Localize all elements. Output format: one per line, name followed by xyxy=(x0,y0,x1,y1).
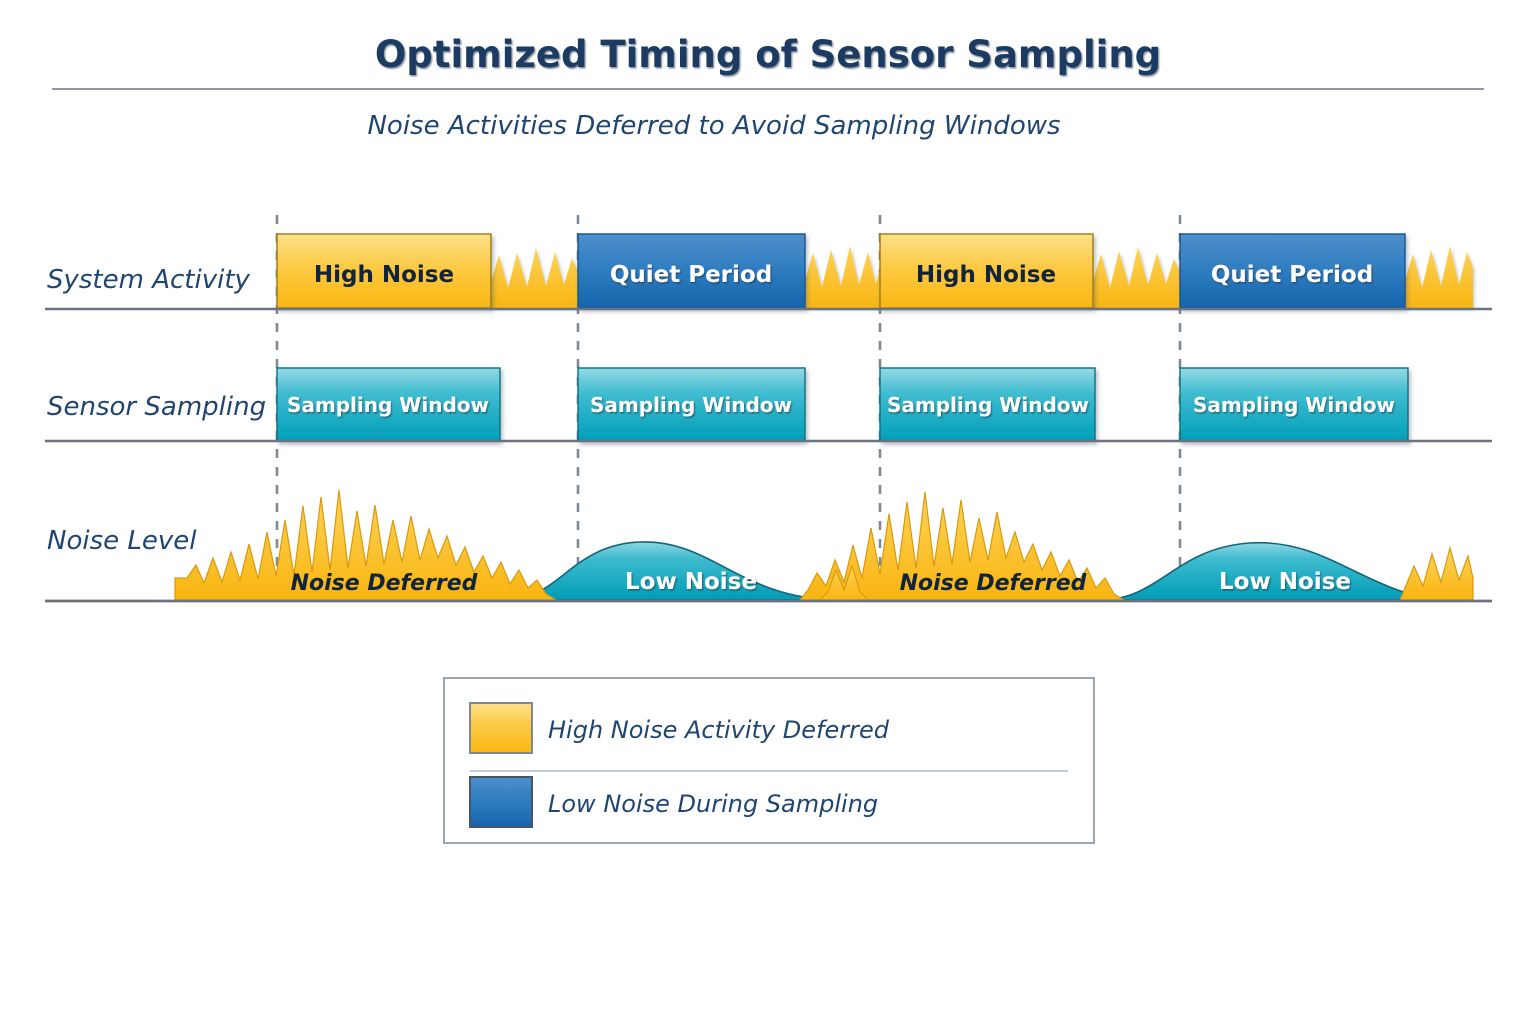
legend-swatch-yellow xyxy=(469,702,533,754)
block-high-noise-1[interactable]: High Noise xyxy=(276,233,492,309)
row-label-noise-level: Noise Level xyxy=(47,526,197,556)
sawtooth-seg-2 xyxy=(805,246,880,308)
legend-item-high-noise[interactable]: High Noise Activity Deferred xyxy=(469,702,890,754)
noise-burst-group xyxy=(174,489,1474,601)
noise-segment-label-3: Noise Deferred xyxy=(900,571,1087,596)
low-noise-domes xyxy=(504,541,1451,601)
sampling-window-1[interactable]: Sampling Window xyxy=(276,367,501,442)
sampling-window-label: Sampling Window xyxy=(590,393,792,417)
legend-label: High Noise Activity Deferred xyxy=(548,716,890,744)
sampling-window-2[interactable]: Sampling Window xyxy=(577,367,806,442)
sampling-window-label: Sampling Window xyxy=(287,393,489,417)
sampling-window-label: Sampling Window xyxy=(1193,393,1395,417)
legend-box xyxy=(443,677,1095,844)
low-noise-dome-1[interactable] xyxy=(504,541,836,601)
legend: High Noise Activity Deferred Low Noise D… xyxy=(443,677,1095,844)
block-high-noise-2[interactable]: High Noise xyxy=(879,233,1094,309)
legend-label: Low Noise During Sampling xyxy=(548,790,878,818)
noise-burst-2[interactable] xyxy=(798,491,1127,601)
noise-segment-label-1: Noise Deferred xyxy=(291,571,478,596)
sawtooth-seg-3 xyxy=(1093,247,1180,308)
block-quiet-period-2[interactable]: Quiet Period xyxy=(1179,233,1406,309)
row-label-sensor-sampling: Sensor Sampling xyxy=(47,392,266,422)
sampling-window-3[interactable]: Sampling Window xyxy=(879,367,1096,442)
noise-burst-3[interactable] xyxy=(1399,545,1474,601)
sampling-window-label: Sampling Window xyxy=(887,393,1089,417)
noise-burst-1[interactable] xyxy=(174,489,559,601)
legend-item-low-noise[interactable]: Low Noise During Sampling xyxy=(469,776,878,828)
block-label: High Noise xyxy=(916,262,1056,288)
block-quiet-period-1[interactable]: Quiet Period xyxy=(577,233,806,309)
noise-tail-group xyxy=(818,564,870,601)
block-label: High Noise xyxy=(314,262,454,288)
row1-sawtooth-group xyxy=(491,246,1473,308)
block-label: Quiet Period xyxy=(1211,262,1373,288)
page-subtitle: Noise Activities Deferred to Avoid Sampl… xyxy=(367,111,1060,141)
sampling-window-4[interactable]: Sampling Window xyxy=(1179,367,1409,442)
noise-segment-label-4: Low Noise xyxy=(1219,569,1351,595)
noise-tail-right-1[interactable] xyxy=(818,564,870,601)
page-title: Optimized Timing of Sensor Sampling xyxy=(375,33,1161,76)
row-label-system-activity: System Activity xyxy=(47,265,251,295)
system-activity-blocks: High Noise Quiet Period High Noise Quiet… xyxy=(276,233,1406,309)
low-noise-dome-2[interactable] xyxy=(1099,541,1451,601)
sawtooth-seg-4 xyxy=(1405,246,1473,308)
legend-swatch-blue xyxy=(469,776,533,828)
block-label: Quiet Period xyxy=(610,262,772,288)
sawtooth-seg-1 xyxy=(491,248,578,308)
sensor-sampling-windows: Sampling Window Sampling Window Sampling… xyxy=(276,367,1409,442)
noise-segment-label-2: Low Noise xyxy=(625,569,757,595)
